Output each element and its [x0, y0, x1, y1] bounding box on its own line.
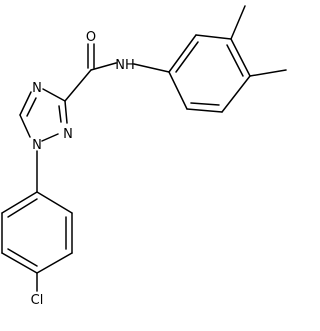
bond-n1-n2 — [41, 133, 59, 142]
bond-c-nh — [90, 62, 117, 71]
bond-c5-n1 — [19, 114, 31, 138]
bond-cp-1 — [36, 191, 73, 214]
bond-dm-3-inner — [226, 44, 244, 77]
bond-dm-4 — [221, 75, 251, 113]
atom-labels: O NH N N N Cl — [31, 30, 135, 308]
bond-methyl-3 — [230, 5, 246, 40]
bond-n2-c3-inner — [58, 105, 62, 123]
bond-cp-4-inner — [7, 248, 38, 267]
atom-label-n1: N — [32, 138, 42, 153]
bond-c3-n4 — [42, 88, 66, 102]
bond-n2-c3 — [64, 100, 68, 124]
atom-label-n2: N — [63, 127, 73, 142]
bond-dm-1 — [168, 34, 197, 73]
molecule-structure: O NH N N N Cl — [1, 5, 287, 308]
bond-c-triazole — [64, 69, 92, 102]
bond-dm-5-inner — [190, 102, 220, 106]
bond-dm-1-inner — [175, 41, 199, 73]
bond-cp-6 — [1, 191, 38, 214]
bond-n4-c5-inner — [26, 97, 37, 117]
bond-methyl-4 — [249, 69, 287, 77]
bond-dm-6 — [168, 71, 188, 110]
bond-cp-4 — [1, 252, 38, 274]
atom-label-n4: N — [32, 81, 42, 96]
bond-cp-3 — [36, 252, 73, 274]
bond-dm-2 — [195, 34, 232, 40]
bond-dm-5 — [186, 108, 223, 113]
atom-label-o: O — [86, 30, 96, 45]
bond-nh-aryl — [133, 63, 170, 73]
bond-cp-6-inner — [7, 198, 38, 218]
bonds — [1, 5, 287, 292]
bond-n4-c5 — [19, 91, 32, 116]
atom-label-nh: NH — [115, 58, 135, 73]
atom-label-cl: Cl — [31, 293, 44, 308]
bond-dm-3 — [230, 38, 251, 77]
